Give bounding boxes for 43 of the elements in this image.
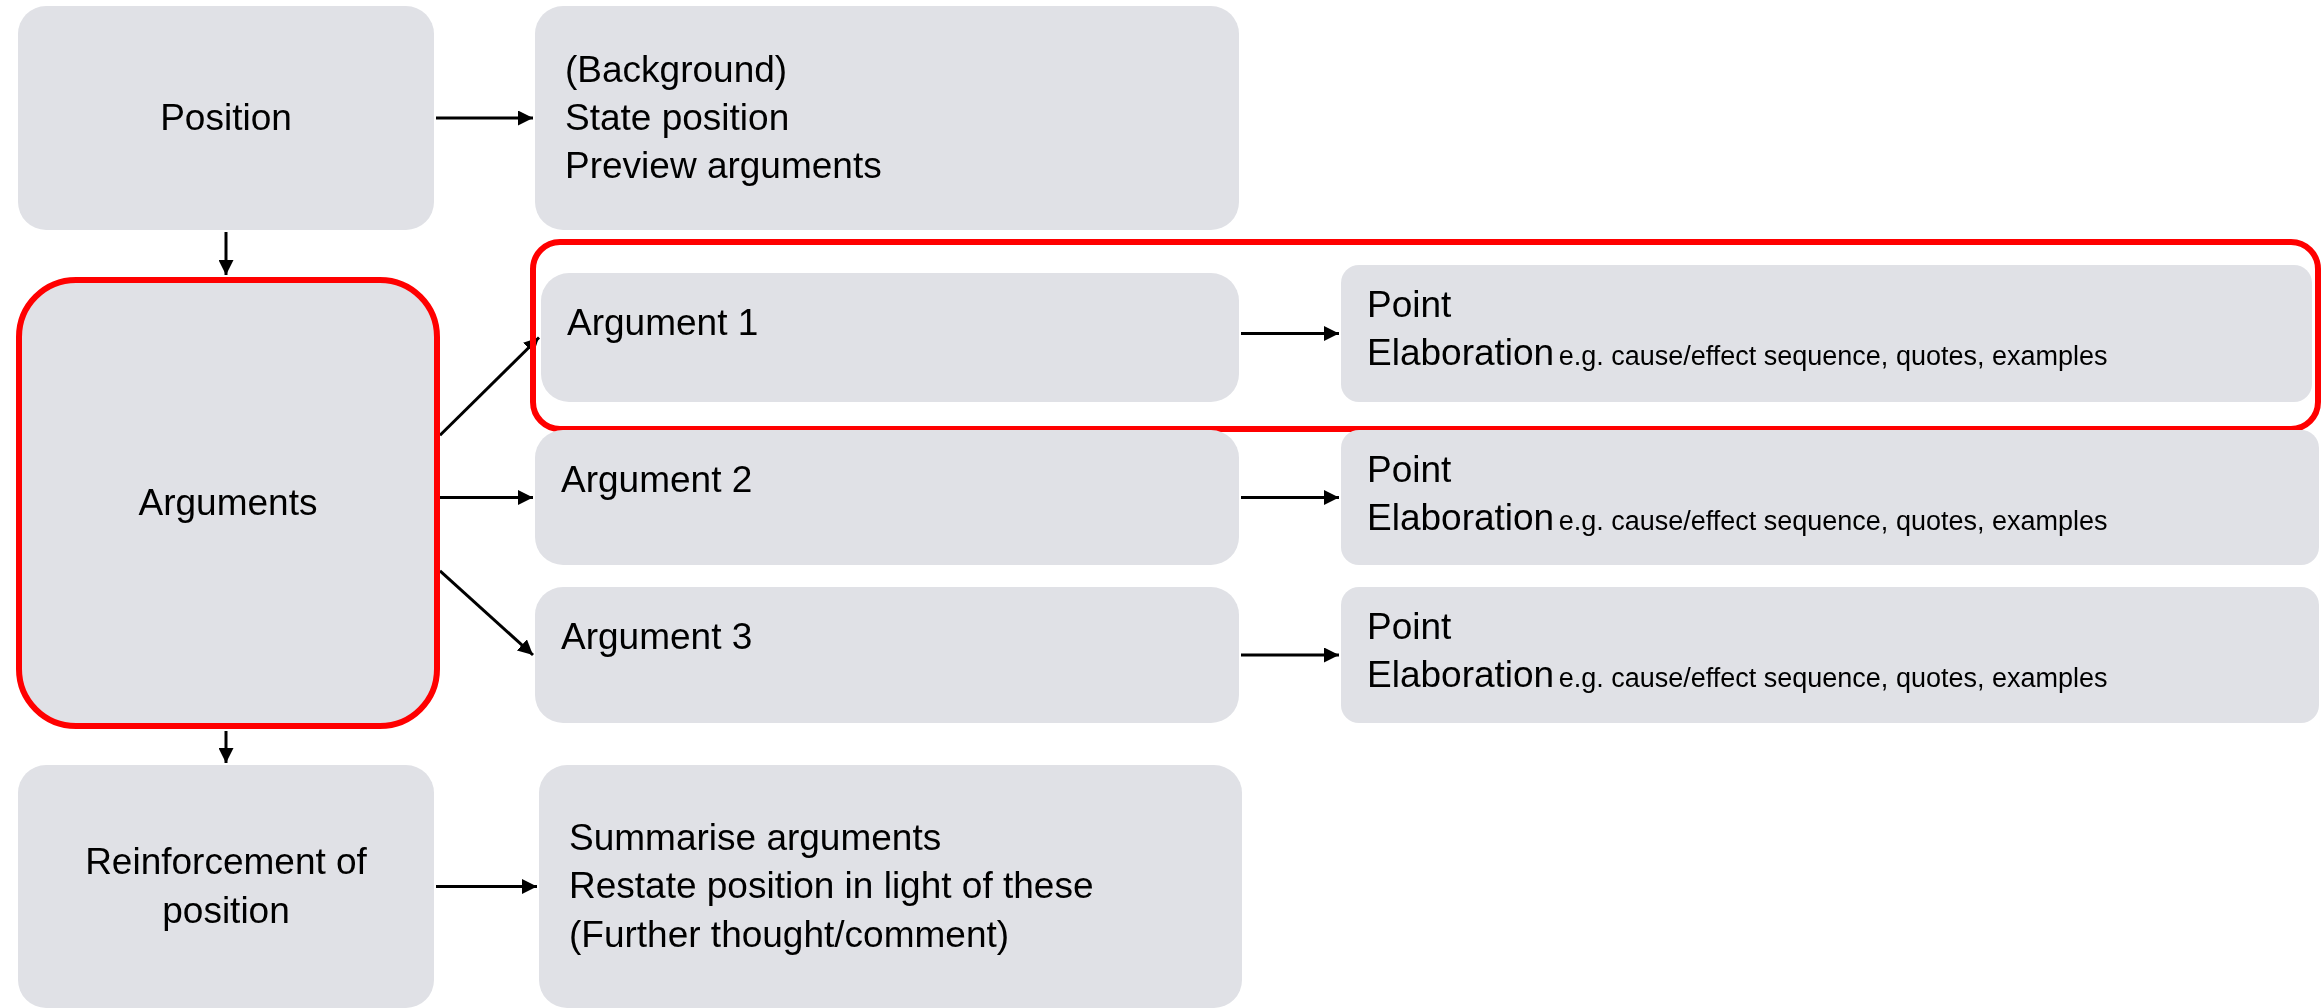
argument-box	[541, 273, 1239, 402]
arrow	[1241, 326, 1339, 341]
arrow	[1241, 490, 1339, 505]
heading-text: Elaboration	[1367, 654, 1555, 696]
text-box	[535, 6, 1239, 230]
arrow	[436, 879, 537, 894]
node-text: Summarise arguments	[569, 816, 943, 861]
text-box	[539, 765, 1242, 1008]
heading-text: Elaboration	[1367, 497, 1555, 539]
arrow	[218, 232, 234, 275]
arrow	[440, 490, 533, 505]
process-box	[18, 765, 434, 1008]
point-text: Point	[1367, 605, 1452, 649]
arrow	[438, 336, 541, 437]
point-text: Point	[1367, 448, 1452, 492]
node-text: Argument 2	[561, 458, 754, 502]
point-text: Point	[1367, 283, 1452, 327]
node-text: Arguments	[138, 480, 318, 525]
node-text: Argument 3	[561, 615, 754, 659]
arrow	[218, 731, 234, 763]
node-text: Restate position in light of these	[569, 864, 1095, 909]
arrow	[439, 569, 534, 657]
detail-text: e.g. cause/effect sequence, quotes, examples	[1558, 341, 2108, 372]
point-box	[1341, 587, 2319, 723]
argument-box	[535, 430, 1239, 565]
node-text: Preview arguments	[565, 144, 883, 189]
node-text: Reinforcement of position	[84, 840, 368, 933]
highlight-frame	[530, 239, 2321, 432]
detail-text: e.g. cause/effect sequence, quotes, examples	[1558, 663, 2108, 694]
node-text: State position	[565, 95, 791, 140]
point-box	[1341, 430, 2319, 565]
arrow	[436, 110, 533, 126]
argument-box	[535, 587, 1239, 723]
highlighted-box	[16, 277, 440, 729]
point-box	[1341, 265, 2312, 402]
arrow	[1241, 647, 1339, 663]
node-text: (Further thought/comment)	[569, 912, 1011, 957]
node-text: Argument 1	[567, 301, 760, 345]
node-text: Position	[160, 95, 292, 140]
process-box	[18, 6, 434, 230]
detail-text: e.g. cause/effect sequence, quotes, examples	[1558, 506, 2108, 537]
heading-text: Elaboration	[1367, 332, 1555, 374]
node-text: (Background)	[565, 47, 789, 92]
